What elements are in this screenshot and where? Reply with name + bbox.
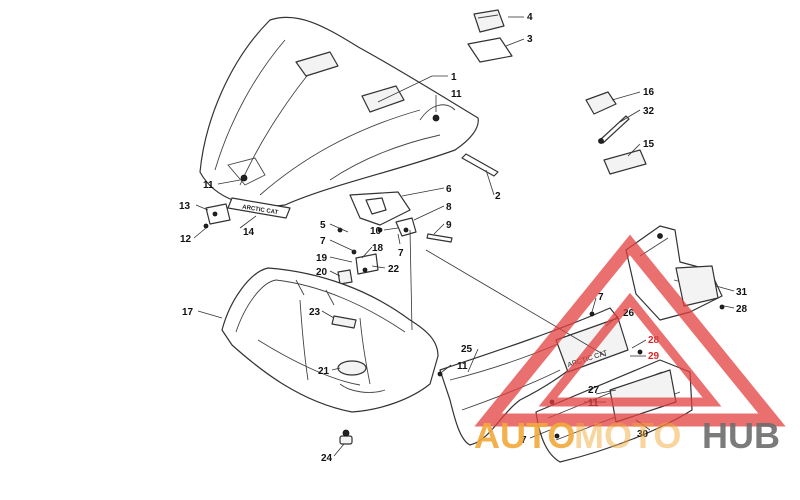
decal-text: ARCTIC CAT xyxy=(242,205,279,217)
callout-26: 26 xyxy=(623,308,635,319)
callout-20: 20 xyxy=(316,267,328,278)
callout-17: 17 xyxy=(182,307,194,318)
callout-14: 14 xyxy=(243,227,255,238)
callout-32: 32 xyxy=(643,106,655,117)
callout-13: 13 xyxy=(179,201,191,212)
callout-2: 2 xyxy=(495,191,501,202)
watermark-part-moto: MOTO xyxy=(574,415,681,456)
bolt-part xyxy=(426,233,453,243)
callout-8: 8 xyxy=(446,202,452,213)
callout-24: 24 xyxy=(321,453,333,464)
callout-11a: 11 xyxy=(451,89,462,100)
callout-7a: 7 xyxy=(320,236,326,247)
callout-7d: 7 xyxy=(521,435,527,446)
callout-21: 21 xyxy=(318,366,330,377)
callout-25: 25 xyxy=(461,344,473,355)
callout-12: 12 xyxy=(180,234,192,245)
latch-parts xyxy=(337,253,379,285)
callout-28a: 28 xyxy=(648,335,660,346)
callout-22: 22 xyxy=(388,264,400,275)
watermark-part-hub: HUB xyxy=(702,415,780,456)
hood-part xyxy=(199,16,479,207)
callout-28b: 28 xyxy=(736,304,748,315)
callout-9: 9 xyxy=(446,220,452,231)
callout-23: 23 xyxy=(309,307,321,318)
decal-part: ARCTIC CAT xyxy=(227,197,291,219)
callout-31: 31 xyxy=(736,287,748,298)
storage-tub xyxy=(221,267,439,413)
callout-3: 3 xyxy=(527,34,533,45)
callout-27: 27 xyxy=(588,385,600,396)
rod-part xyxy=(461,153,499,177)
leader-lines xyxy=(193,16,735,457)
callout-19: 19 xyxy=(316,253,328,264)
watermark-logo xyxy=(474,234,786,427)
callout-15: 15 xyxy=(643,139,655,150)
side-panel-upper xyxy=(625,225,725,321)
callout-1: 1 xyxy=(451,72,457,83)
callout-11c: 11 xyxy=(457,361,468,372)
callout-30: 30 xyxy=(637,429,649,440)
hinge-part xyxy=(205,203,231,225)
drain-plug xyxy=(339,429,353,445)
callout-5: 5 xyxy=(320,220,326,231)
callout-7b: 7 xyxy=(398,248,404,259)
callout-29: 29 xyxy=(648,351,660,362)
vent-parts xyxy=(467,9,513,63)
brackets xyxy=(349,191,417,237)
watermark-part-auto: AUTO xyxy=(474,415,575,456)
callout-11b: 11 xyxy=(203,180,214,191)
callout-7c: 7 xyxy=(598,292,604,303)
callout-10: 10 xyxy=(370,226,382,237)
callout-4: 4 xyxy=(527,12,533,23)
callout-18: 18 xyxy=(372,243,384,254)
watermark-text: AUTO MOTO HUB xyxy=(474,415,780,456)
small-parts-right xyxy=(585,91,647,175)
callout-6: 6 xyxy=(446,184,452,195)
callout-16: 16 xyxy=(643,87,655,98)
